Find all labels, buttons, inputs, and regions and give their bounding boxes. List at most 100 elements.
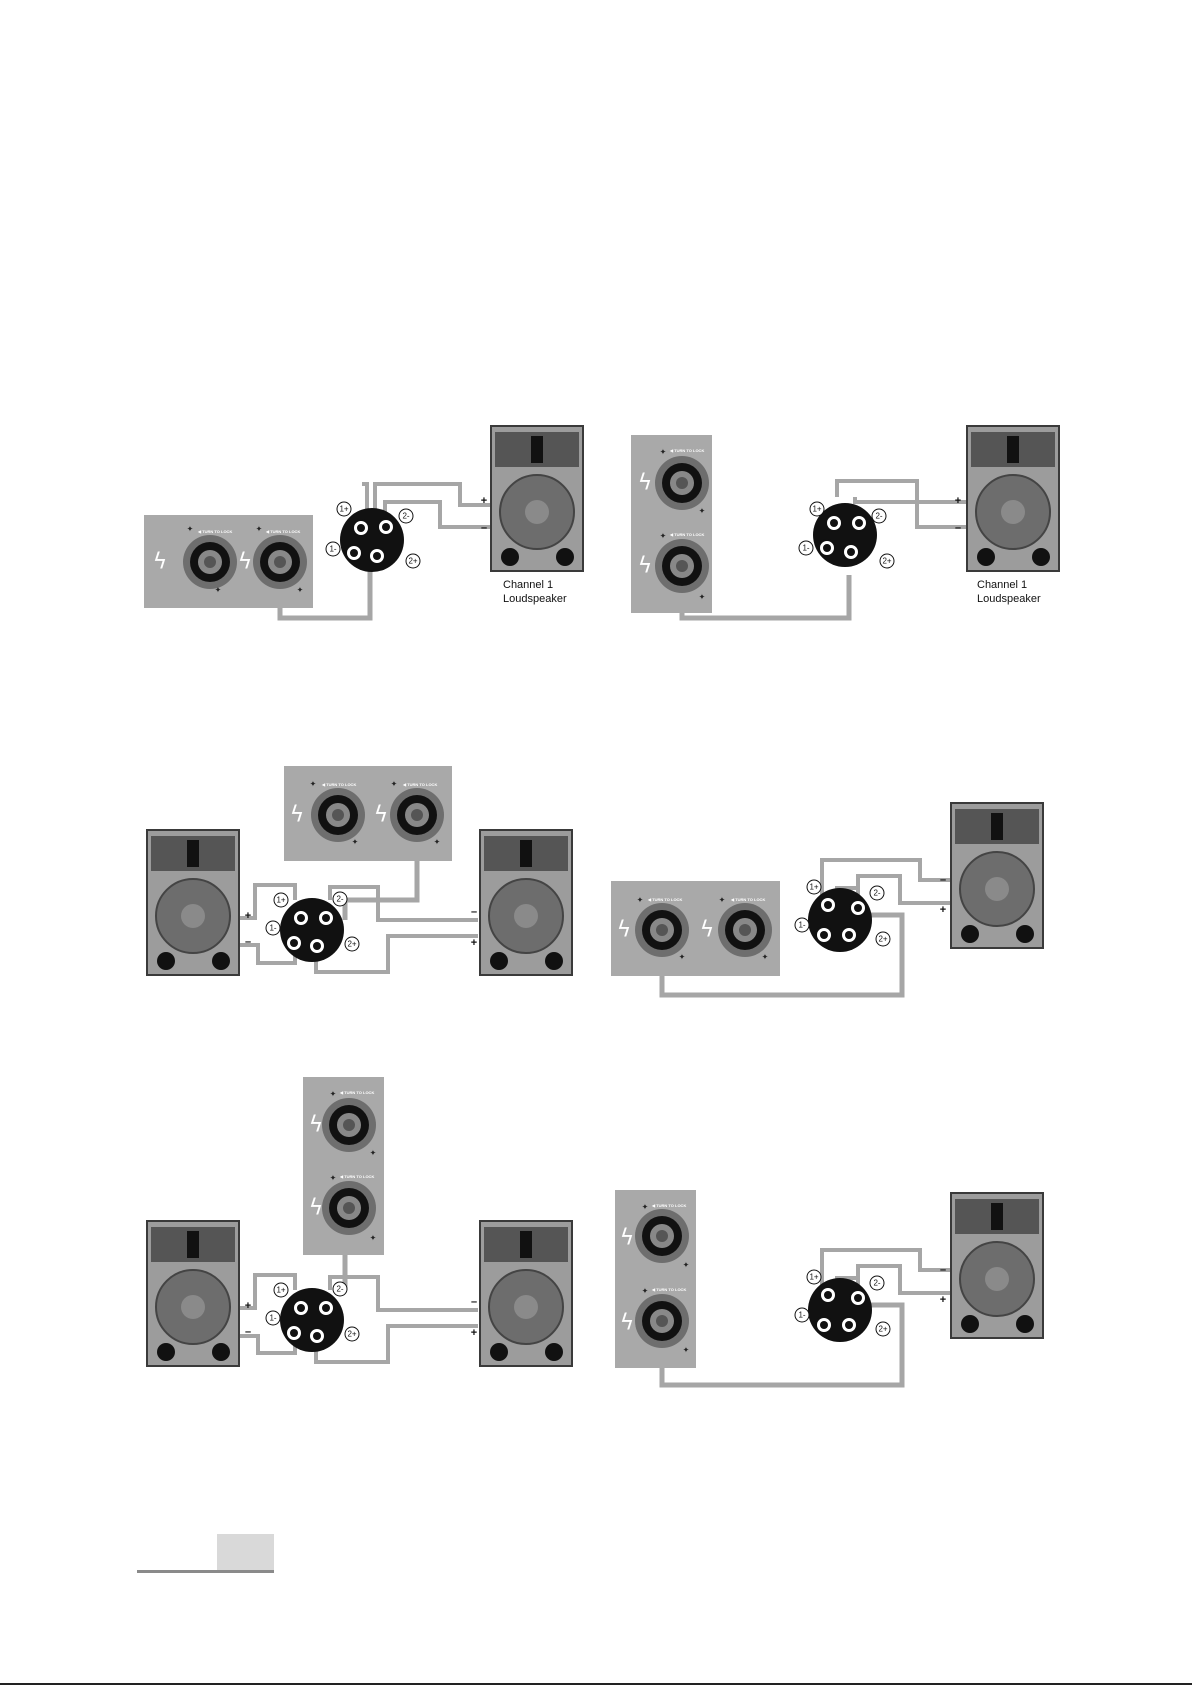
speaker-cables	[362, 482, 492, 529]
svg-text:1-: 1-	[798, 1311, 805, 1320]
pin-label-1minus: 1-	[325, 541, 341, 557]
pin-label-1minus: 1-	[794, 1307, 810, 1323]
screw-icon: ✦	[297, 586, 304, 595]
svg-text:1+: 1+	[339, 505, 348, 514]
svg-text:1+: 1+	[276, 896, 285, 905]
plus-terminal-sign: +	[471, 1327, 477, 1339]
svg-text:1+: 1+	[276, 1286, 285, 1295]
speaker-cables	[835, 479, 968, 529]
brand-label: ◀ TURN TO LOCK	[265, 529, 300, 534]
brand-label: ◀ TURN TO LOCK	[669, 532, 704, 537]
speakon-socket-ch2	[253, 535, 307, 589]
plus-terminal-sign: +	[245, 1300, 251, 1312]
loudspeaker-cabinet-right	[479, 1220, 573, 1367]
svg-text:1-: 1-	[269, 1314, 276, 1323]
speakon-socket-ch1	[635, 1209, 689, 1263]
diagram-vertical-panel-bridged-speaker: ϟ ϟ ✦ ✦ ✦ ✦ ◀ TURN TO LOCK ◀ TURN TO LOC…	[615, 1190, 1044, 1388]
pin-label-2plus: 2+	[875, 931, 891, 947]
speaker-label-channel: Channel 1	[977, 579, 1027, 591]
pin-label-2minus: 2-	[332, 891, 348, 907]
loudspeaker-cabinet	[950, 802, 1044, 949]
screw-icon: ✦	[370, 1234, 377, 1243]
svg-text:2-: 2-	[875, 512, 882, 521]
minus-terminal-sign: –	[940, 1264, 946, 1276]
brand-label: ◀ TURN TO LOCK	[647, 897, 682, 902]
pin-label-1plus: 1+	[273, 892, 289, 908]
speakon-plug-connector	[340, 508, 404, 572]
pin-label-1plus: 1+	[806, 1269, 822, 1285]
speakon-plug-connector	[808, 1278, 872, 1342]
screw-icon: ✦	[683, 1261, 690, 1270]
loudspeaker-cabinet	[950, 1192, 1044, 1339]
screw-icon: ✦	[310, 780, 317, 789]
svg-text:1+: 1+	[812, 505, 821, 514]
pin-label-1minus: 1-	[265, 920, 281, 936]
screw-icon: ✦	[660, 532, 667, 541]
speakon-socket-ch2	[718, 903, 772, 957]
screw-icon: ✦	[256, 525, 263, 534]
screw-icon: ✦	[187, 525, 194, 534]
brand-label: ◀ TURN TO LOCK	[339, 1174, 374, 1179]
pin-label-2minus: 2-	[398, 508, 414, 524]
speakon-socket-ch2	[655, 539, 709, 593]
loudspeaker-cabinet	[490, 425, 584, 572]
pin-label-2plus: 2+	[879, 553, 895, 569]
svg-text:1+: 1+	[809, 1273, 818, 1282]
page-number-tab	[217, 1534, 274, 1570]
diagram-horizontal-panel-single-speaker: ϟ ϟ ✦ ✦ ✦ ✦ ◀ TURN TO LOCK ◀ TURN TO LOC…	[144, 425, 584, 621]
pin-label-1plus: 1+	[809, 501, 825, 517]
diagram-vertical-panel-single-speaker: ϟ ϟ ✦ ✦ ✦ ✦ ◀ TURN TO LOCK ◀ TURN TO LOC…	[631, 425, 1060, 621]
svg-text:2+: 2+	[347, 1330, 356, 1339]
brand-label: ◀ TURN TO LOCK	[339, 1090, 374, 1095]
pin-label-2plus: 2+	[405, 553, 421, 569]
pin-label-2minus: 2-	[871, 508, 887, 524]
brand-label: ◀ TURN TO LOCK	[197, 529, 232, 534]
screw-icon: ✦	[679, 953, 686, 962]
screw-icon: ✦	[352, 838, 359, 847]
speakon-socket-ch2	[635, 1294, 689, 1348]
screw-icon: ✦	[370, 1149, 377, 1158]
diagram-horizontal-panel-two-speakers: ϟ ϟ ✦ ✦ ✦ ✦ ◀ TURN TO LOCK ◀ TURN TO LOC…	[146, 766, 573, 976]
pin-label-2plus: 2+	[875, 1321, 891, 1337]
lightning-icon: ϟ	[700, 918, 715, 943]
speakon-socket-ch1	[322, 1098, 376, 1152]
svg-text:2-: 2-	[873, 889, 880, 898]
brand-label: ◀ TURN TO LOCK	[402, 782, 437, 787]
screw-icon: ✦	[699, 507, 706, 516]
screw-icon: ✦	[330, 1090, 337, 1099]
svg-text:2+: 2+	[347, 940, 356, 949]
screw-icon: ✦	[762, 953, 769, 962]
loudspeaker-cabinet-right	[479, 829, 573, 976]
lightning-icon: ϟ	[638, 471, 653, 496]
pin-label-2minus: 2-	[869, 1275, 885, 1291]
minus-terminal-sign: –	[940, 874, 946, 886]
loudspeaker-cabinet	[966, 425, 1060, 572]
speakon-socket-ch1	[635, 903, 689, 957]
screw-icon: ✦	[215, 586, 222, 595]
pin-label-1plus: 1+	[336, 501, 352, 517]
plus-terminal-sign: +	[955, 495, 961, 507]
speakon-plug-connector	[280, 898, 344, 962]
loudspeaker-cabinet-left	[146, 1220, 240, 1367]
lightning-icon: ϟ	[620, 1311, 635, 1336]
plus-terminal-sign: +	[245, 910, 251, 922]
amp-to-connector-cable	[659, 912, 905, 998]
speakon-socket-ch1	[655, 456, 709, 510]
footer-rule	[137, 1570, 274, 1573]
amp-to-connector-cable	[342, 826, 420, 920]
speakon-socket-ch1	[311, 788, 365, 842]
screw-icon: ✦	[434, 838, 441, 847]
screw-icon: ✦	[391, 780, 398, 789]
diagram-horizontal-panel-bridged-speaker: ϟ ϟ ✦ ✦ ✦ ✦ ◀ TURN TO LOCK ◀ TURN TO LOC…	[611, 802, 1044, 998]
screw-icon: ✦	[719, 896, 726, 905]
brand-label: ◀ TURN TO LOCK	[321, 782, 356, 787]
minus-terminal-sign: –	[245, 1326, 251, 1338]
svg-text:2-: 2-	[873, 1279, 880, 1288]
minus-terminal-sign: –	[481, 522, 487, 534]
svg-text:1-: 1-	[798, 921, 805, 930]
lightning-icon: ϟ	[238, 550, 253, 575]
lightning-icon: ϟ	[309, 1196, 324, 1221]
pin-label-1plus: 1+	[273, 1282, 289, 1298]
speaker-label-channel: Channel 1	[503, 579, 553, 591]
svg-text:2-: 2-	[336, 1285, 343, 1294]
